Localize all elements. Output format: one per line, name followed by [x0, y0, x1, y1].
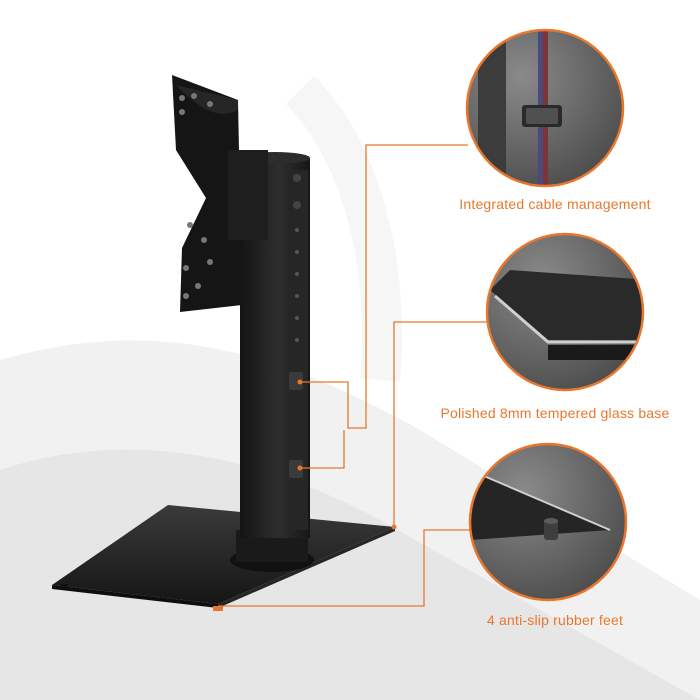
pole [230, 152, 314, 572]
feature-label-rubber-feet: 4 anti-slip rubber feet [486, 612, 624, 628]
callout-lines [218, 144, 488, 607]
callout-line-cable-lower [300, 430, 345, 469]
callout-line-feet [218, 529, 470, 607]
callout-line-glass [393, 321, 488, 527]
rubber-foot-detail-icon [468, 442, 628, 602]
glass-edge-detail-icon [485, 232, 645, 392]
feature-label-cable-management: Integrated cable management [459, 196, 651, 212]
cable-clip-detail-icon [465, 28, 625, 188]
vesa-mount-plate [172, 75, 268, 312]
callout-line-cable [300, 144, 468, 429]
feature-label-glass-base: Polished 8mm tempered glass base [440, 405, 670, 421]
